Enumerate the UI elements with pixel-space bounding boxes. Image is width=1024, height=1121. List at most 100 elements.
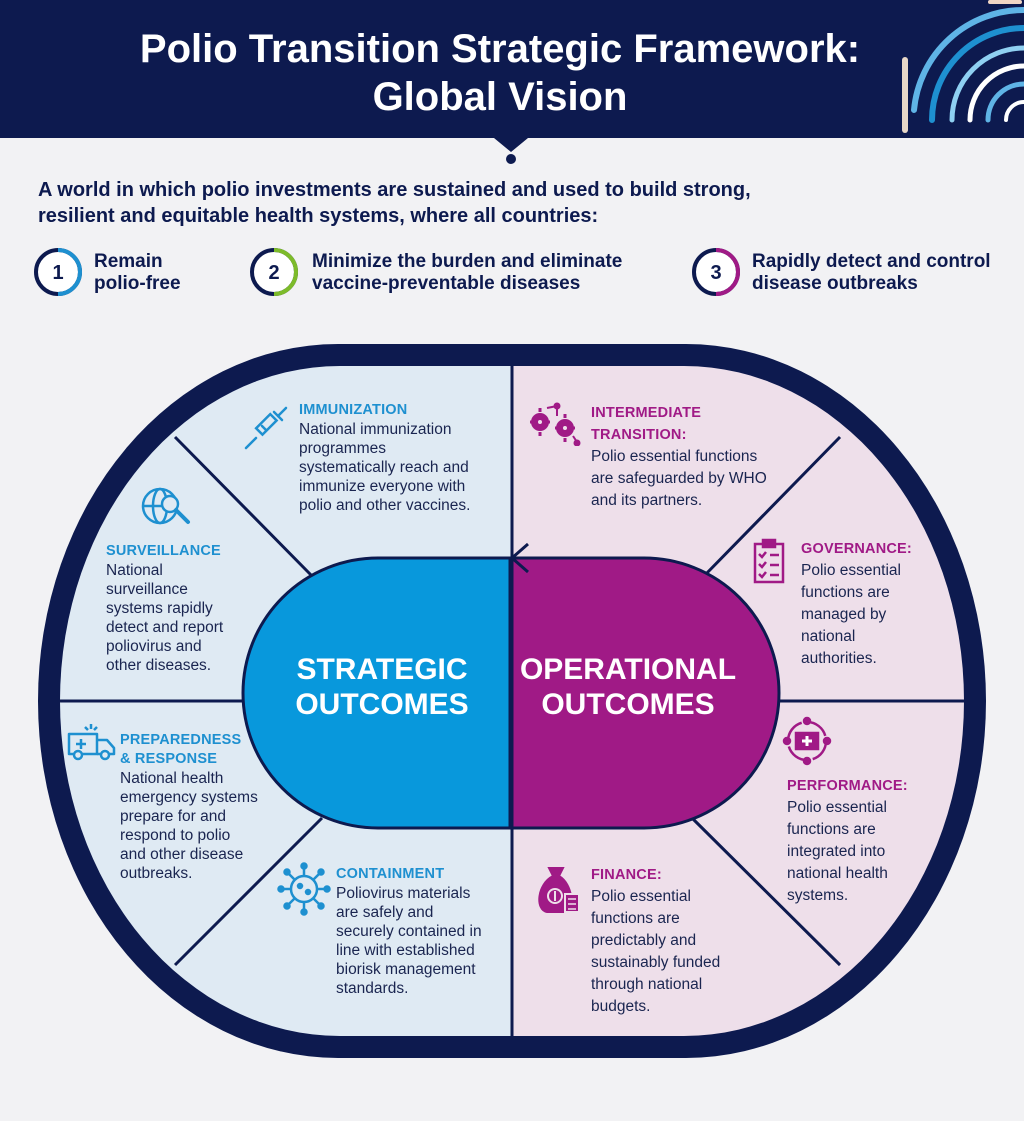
segment-surveillance: SURVEILLANCE National surveillance syste… [106,542,256,675]
text-line: poliovirus and [106,638,202,655]
text-line: prepare for and [120,808,226,825]
finance-title: FINANCE: [591,867,662,883]
goal-3: 3 Rapidly detect and control disease out… [690,246,991,300]
segment-intermediate-transition: INTERMEDIATE TRANSITION: Polio essential… [591,402,791,512]
governance-title: GOVERNANCE: [801,541,912,557]
surveillance-title: SURVEILLANCE [106,543,221,559]
text-line: other diseases. [106,657,212,674]
goal-1-badge: 1 [34,248,82,296]
strategic-label-line1: STRATEGIC [296,653,468,686]
goal-1-line1: Remain [94,251,163,272]
operational-label-line1: OPERATIONAL [519,653,737,686]
operational-outcomes-hub [510,556,781,830]
goal-2-badge: 2 [250,248,298,296]
goal-1-line2: polio-free [94,273,181,294]
text-line: authorities. [801,650,877,667]
title-line: & RESPONSE [120,751,218,767]
page-title-line1: Polio Transition Strategic Framework: [139,27,861,71]
text-line: through national [591,976,703,993]
text-line: programmes [299,440,386,457]
goal-1-number: 1 [52,262,63,284]
intermediate-transition-description: Polio essential functions are safeguarde… [591,446,791,512]
text-line: functions are [801,584,890,601]
goal-2-line2: vaccine-preventable diseases [312,273,581,294]
text-line: biorisk management [336,961,476,978]
header-background [0,0,1024,164]
text-line: National immunization [299,421,452,438]
goal-1: 1 Remain polio-free [32,246,181,300]
surveillance-description: National surveillance systems rapidly de… [106,561,256,675]
vision-statement: A world in which polio investments are s… [38,177,938,229]
text-line: Poliovirus materials [336,885,471,902]
operational-label-line2: OUTCOMES [541,688,715,721]
goal-2-line1: Minimize the burden and eliminate [312,251,623,272]
strategic-outcomes-hub [241,556,512,830]
text-line: sustainably funded [591,954,721,971]
operational-outcomes-label: OPERATIONAL OUTCOMES [518,652,738,722]
vision-line1: A world in which polio investments are s… [38,179,751,201]
text-line: predictably and [591,932,697,949]
text-line: surveillance [106,581,188,598]
text-line: polio and other vaccines. [299,497,471,514]
header-pointer-dot [506,154,516,164]
ambulance-icon [67,724,116,761]
text-line: standards. [336,980,409,997]
preparedness-title: PREPAREDNESS & RESPONSE [120,731,280,769]
segment-preparedness-response: PREPAREDNESS & RESPONSE National health … [120,731,280,883]
decorative-arcs-icon [902,0,1024,133]
money-bag-icon [538,867,580,913]
segment-finance: FINANCE: Polio essential functions are p… [591,864,771,1018]
goal-3-badge: 3 [692,248,740,296]
checklist-icon [753,538,785,584]
text-line: national [801,628,856,645]
goal-2: 2 Minimize the burden and eliminate vacc… [248,246,622,300]
segment-governance: GOVERNANCE: Polio essential functions ar… [801,538,951,670]
title-line: TRANSITION: [591,427,687,443]
text-line: national health [787,865,888,882]
goal-2-text: Minimize the burden and eliminate vaccin… [312,251,622,295]
text-line: are safely and [336,904,434,921]
text-line: Polio essential [787,799,887,816]
text-line: emergency systems [120,789,258,806]
text-line: line with established [336,942,475,959]
text-line: respond to polio [120,827,231,844]
text-line: managed by [801,606,887,623]
text-line: Polio essential [801,562,901,579]
page-title-line2: Global Vision [372,75,628,119]
strategic-outcomes-label: STRATEGIC OUTCOMES [282,652,482,722]
text-line: functions are [591,910,680,927]
cycle-arrow-icon [509,542,529,574]
vision-line2: resilient and equitable health systems, … [38,205,599,227]
intermediate-transition-title: INTERMEDIATE TRANSITION: [591,402,791,446]
gears-network-icon [530,402,581,446]
text-line: securely contained in [336,923,482,940]
performance-title: PERFORMANCE: [787,778,908,794]
text-line: and other disease [120,846,244,863]
text-line: systems rapidly [106,600,213,617]
syringe-icon [244,406,288,450]
goal-3-line2: disease outbreaks [752,273,918,294]
globe-magnifier-icon [141,487,190,525]
strategic-label-line2: OUTCOMES [295,688,469,721]
text-line: systematically reach and [299,459,469,476]
text-line: immunize everyone with [299,478,466,495]
text-line: integrated into [787,843,886,860]
goal-3-number: 3 [710,262,721,284]
outcomes-hub [241,542,781,830]
title-line: INTERMEDIATE [591,405,702,421]
performance-description: Polio essential functions are integrated… [787,797,947,907]
segment-immunization: IMMUNIZATION National immunization progr… [299,401,504,515]
text-line: are safeguarded by WHO [591,470,767,487]
finance-description: Polio essential functions are predictabl… [591,886,771,1018]
goal-3-text: Rapidly detect and control disease outbr… [752,251,991,295]
text-line: functions are [787,821,876,838]
text-line: and its partners. [591,492,703,509]
governance-description: Polio essential functions are managed by… [801,560,951,670]
goal-3-line1: Rapidly detect and control [752,251,991,272]
segment-containment: CONTAINMENT Poliovirus materials are saf… [336,865,506,998]
immunization-title: IMMUNIZATION [299,402,408,418]
goal-2-number: 2 [268,262,279,284]
goal-1-text: Remain polio-free [94,251,181,295]
header-banner: Polio Transition Strategic Framework: Gl… [0,0,1024,165]
